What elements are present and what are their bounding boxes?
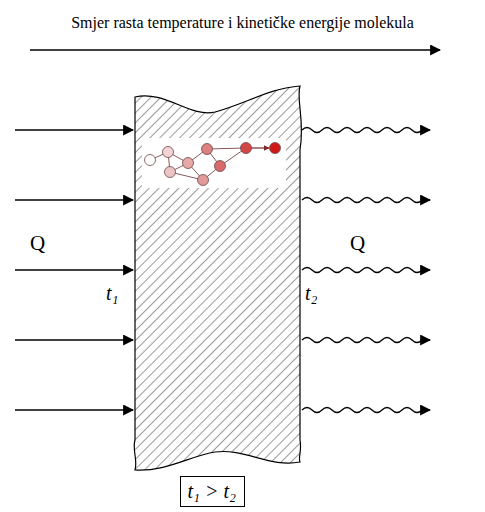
heat-label: Q (30, 231, 45, 255)
heat-arrow (15, 269, 133, 270)
molecule (145, 155, 156, 166)
diagram-title: Smjer rasta temperature i kinetičke ener… (71, 14, 414, 32)
molecule (165, 167, 176, 178)
wavy-arrow (302, 198, 430, 203)
condition-box: t₁ > t₂ (180, 476, 245, 507)
wavy-arrow (302, 338, 430, 343)
heat-arrow (15, 409, 133, 410)
molecule (183, 158, 194, 169)
wavy-arrow (302, 128, 430, 133)
molecule (270, 143, 281, 154)
condition-text: t₁ > t₂ (188, 480, 237, 503)
heat-arrow (15, 129, 133, 130)
molecules (145, 143, 281, 186)
temperature-label: t₁ (106, 282, 119, 305)
outgoing-heat-arrows (302, 128, 430, 413)
molecule (241, 143, 252, 154)
molecule (202, 144, 213, 155)
molecule (198, 175, 209, 186)
incoming-heat-arrows (15, 130, 133, 410)
molecule (215, 161, 226, 172)
molecule-ground (142, 138, 286, 188)
temperature-label: t₂ (305, 282, 318, 305)
wavy-arrow (302, 408, 430, 413)
wall-section (134, 86, 301, 470)
heat-arrow (15, 199, 133, 200)
wavy-arrow (302, 268, 430, 273)
heat-arrow (15, 339, 133, 340)
molecule (163, 147, 174, 158)
direction-arrow (30, 49, 440, 50)
heat-label: Q (350, 231, 365, 255)
